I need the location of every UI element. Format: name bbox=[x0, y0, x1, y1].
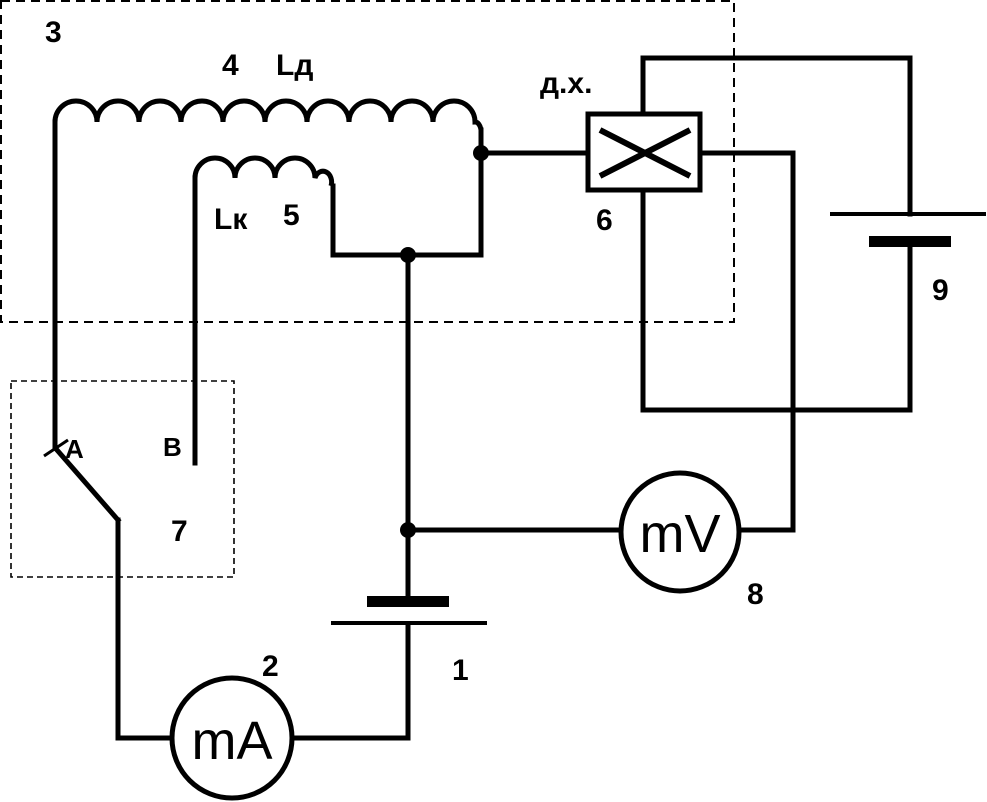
label-lk: Lк bbox=[214, 203, 248, 236]
label-b: B bbox=[163, 432, 182, 462]
wire-battery1-bottom bbox=[291, 621, 411, 741]
junction-dot bbox=[473, 145, 489, 161]
milliammeter bbox=[169, 675, 295, 801]
junction-dot bbox=[400, 522, 416, 538]
label-7: 7 bbox=[171, 515, 188, 548]
hall-sensor-cross bbox=[598, 127, 692, 179]
switch-lever bbox=[53, 446, 122, 524]
label-2: 2 bbox=[262, 650, 279, 683]
coil-ld bbox=[52, 98, 484, 131]
wire-sensor-top bbox=[640, 55, 913, 217]
label-a: A bbox=[65, 434, 84, 464]
label-3: 3 bbox=[45, 16, 62, 49]
wire-mv-right bbox=[699, 150, 796, 533]
battery-1-short-plate bbox=[367, 596, 449, 607]
junction-dot bbox=[400, 247, 416, 263]
label-ld: Lд bbox=[276, 49, 313, 82]
millivoltmeter-label: mV bbox=[640, 504, 721, 564]
label-9: 9 bbox=[932, 274, 949, 307]
label-8: 8 bbox=[747, 578, 764, 611]
enclosure-3 bbox=[0, 0, 735, 323]
label-1: 1 bbox=[452, 654, 469, 687]
battery-9-short-plate bbox=[869, 236, 951, 247]
switch-enclosure-7 bbox=[10, 380, 235, 578]
label-dx: д.х. bbox=[540, 67, 592, 100]
label-4: 4 bbox=[222, 49, 239, 82]
battery-1-long-plate bbox=[331, 621, 487, 625]
wire-switch-down bbox=[115, 517, 175, 741]
switch-contact-a bbox=[43, 438, 69, 458]
milliammeter-label: mA bbox=[192, 711, 273, 771]
coil-lk bbox=[192, 155, 335, 187]
battery-9-long-plate bbox=[830, 212, 986, 216]
label-6: 6 bbox=[596, 204, 613, 237]
label-5: 5 bbox=[283, 199, 300, 232]
wire-lk-right bbox=[330, 183, 483, 258]
wire-sensor-bottom bbox=[640, 187, 913, 413]
millivoltmeter bbox=[618, 470, 742, 594]
